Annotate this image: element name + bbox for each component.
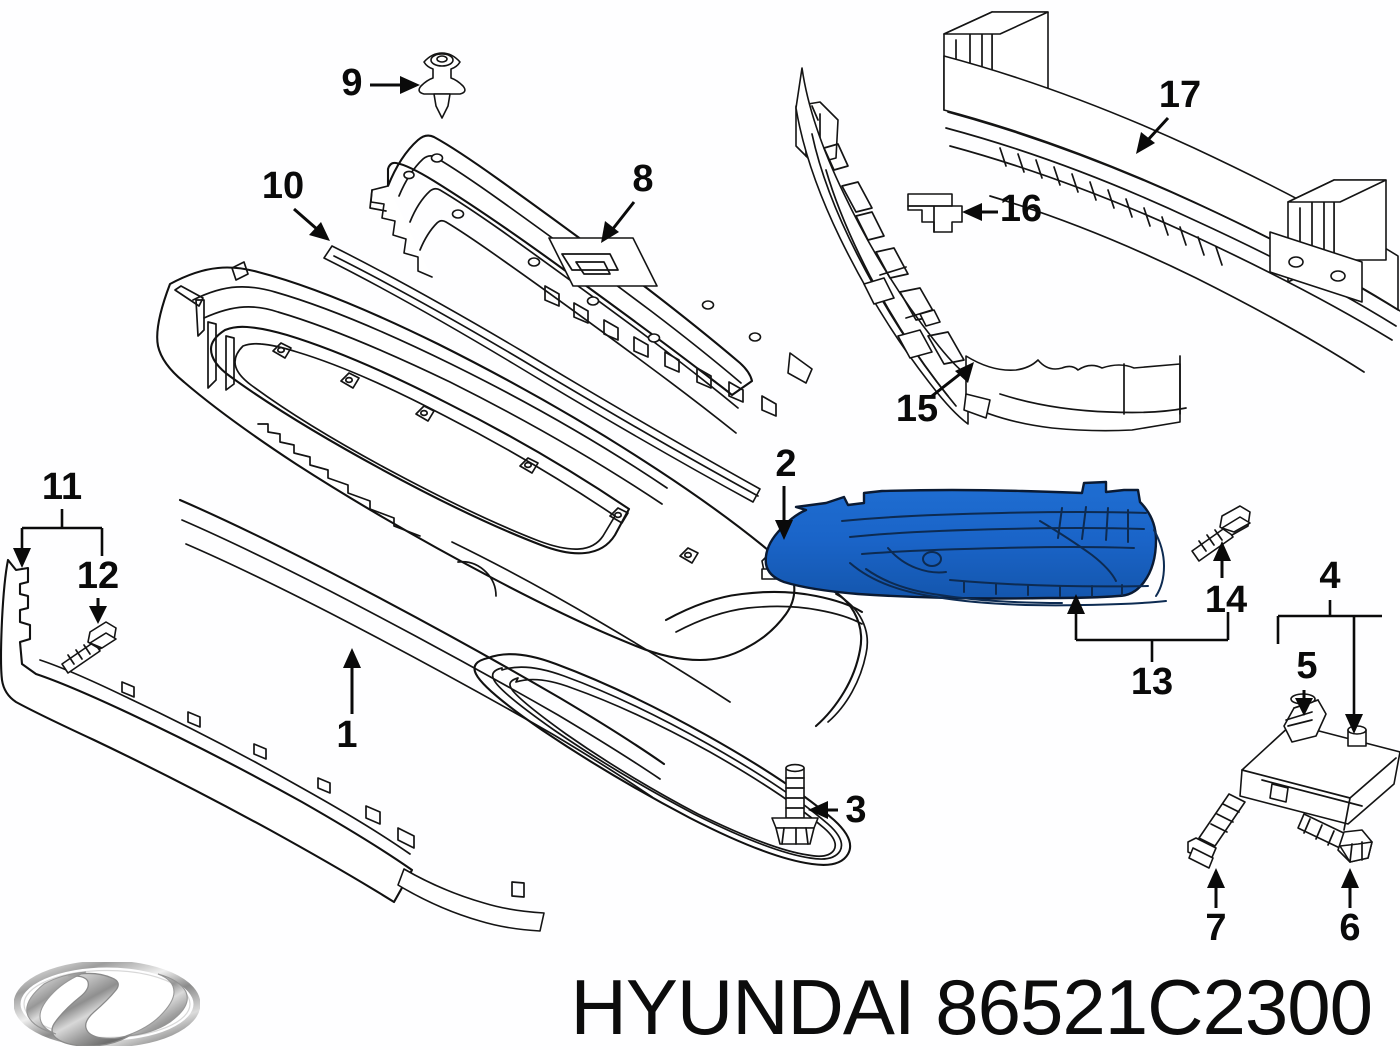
- callout-16: 16: [1000, 188, 1042, 230]
- callout-17: 17: [1159, 74, 1201, 116]
- part-hex-flange-bolt-12: [61, 621, 117, 674]
- callout-13: 13: [1131, 661, 1173, 703]
- part-front-bumper-cover: [156, 261, 869, 866]
- part-hex-flange-bolt-14: [1191, 505, 1251, 562]
- part-bumper-reinforcement-beam: [943, 11, 1400, 373]
- hyundai-logo-mark: [13, 960, 201, 1048]
- part-hex-flange-bolt-7: [1187, 793, 1246, 869]
- callout-10: 10: [262, 165, 304, 207]
- callout-15: 15: [896, 388, 938, 430]
- callout-1: 1: [336, 714, 357, 756]
- part-number: 86521C2300: [935, 963, 1373, 1050]
- part-front-bumper-side-bracket: [764, 480, 1167, 607]
- part-hex-flange-bolt-3: [771, 763, 819, 845]
- callout-4: 4: [1319, 555, 1340, 597]
- callout-6: 6: [1339, 907, 1360, 949]
- part-hex-flange-bolt-6: [1297, 813, 1373, 863]
- callout-11: 11: [42, 466, 82, 508]
- callout-7: 7: [1205, 907, 1226, 949]
- callout-2: 2: [775, 443, 796, 485]
- callout-9: 9: [341, 62, 362, 104]
- callout-12: 12: [77, 555, 119, 597]
- part-absorber-mounting-bracket: [907, 193, 963, 233]
- hyundai-logo: [13, 960, 201, 1048]
- part-bumper-molding-strip: [323, 245, 761, 503]
- part-bumper-upper-cover: [369, 134, 813, 434]
- part-push-in-retainer-clip: [418, 52, 466, 119]
- footer-part-label: HYUNDAI 86521C2300: [0, 966, 1390, 1048]
- callout-8: 8: [632, 158, 653, 200]
- callout-14: 14: [1205, 579, 1247, 621]
- part-bumper-side-rail-bracket: [1239, 711, 1400, 831]
- part-bumper-lower-side-bracket: [0, 558, 545, 932]
- brand-name: HYUNDAI: [570, 963, 916, 1050]
- callout-3: 3: [845, 789, 866, 831]
- callout-5: 5: [1296, 645, 1317, 687]
- callout-numbers: 1 2 3 4 5 6 7 8 9 10 11 12 13 14 15 16 1…: [42, 62, 1361, 949]
- callout-leaders: [13, 76, 1382, 908]
